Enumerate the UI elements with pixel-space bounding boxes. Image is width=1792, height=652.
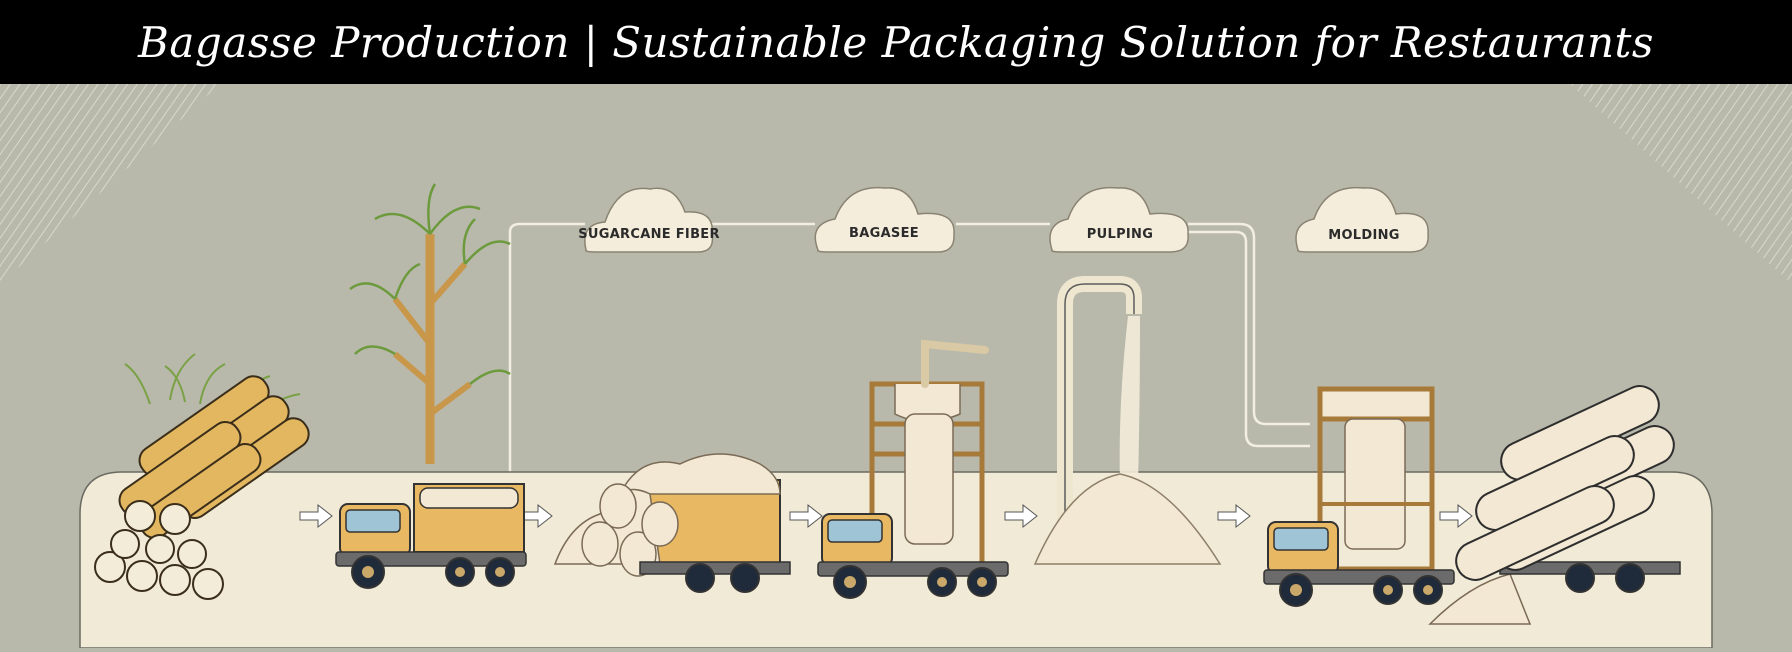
process-diagram: SUGARCANE FIBER BAGASEE PULPING MOLDING <box>0 84 1792 649</box>
corner-hatch-left <box>0 84 220 284</box>
pulp-pipe-icon <box>1057 276 1142 544</box>
sugarcane-plant-icon <box>349 183 511 464</box>
molding-machine-icon <box>1317 386 1435 572</box>
sugarcane-bundle-icon <box>94 353 310 600</box>
stage-label: SUGARCANE FIBER <box>578 227 720 242</box>
flow-connector <box>508 222 1310 496</box>
stage-cloud-bagasse: BAGASEE <box>814 186 955 253</box>
stage-label: PULPING <box>1087 227 1153 242</box>
fiber-pile-icon <box>553 453 791 593</box>
stage-cloud-molding: MOLDING <box>1295 186 1429 253</box>
title-banner: Bagasse Production | Sustainable Packagi… <box>0 0 1792 84</box>
rolls-icon <box>1428 385 1681 625</box>
stage-cloud-sugarcane-fiber: SUGARCANE FIBER <box>578 187 720 253</box>
truck-icon <box>335 483 527 589</box>
stage-label: MOLDING <box>1328 228 1400 243</box>
pulp-pile-icon <box>1033 473 1222 565</box>
diagram-canvas: SUGARCANE FIBER BAGASEE PULPING MOLDING <box>0 84 1792 649</box>
stage-label: BAGASEE <box>849 226 919 241</box>
stage-cloud-pulping: PULPING <box>1049 186 1189 253</box>
page-title: Bagasse Production | Sustainable Packagi… <box>138 17 1654 67</box>
mixer-machine-icon <box>869 339 989 567</box>
corner-hatch-right <box>1570 84 1792 284</box>
